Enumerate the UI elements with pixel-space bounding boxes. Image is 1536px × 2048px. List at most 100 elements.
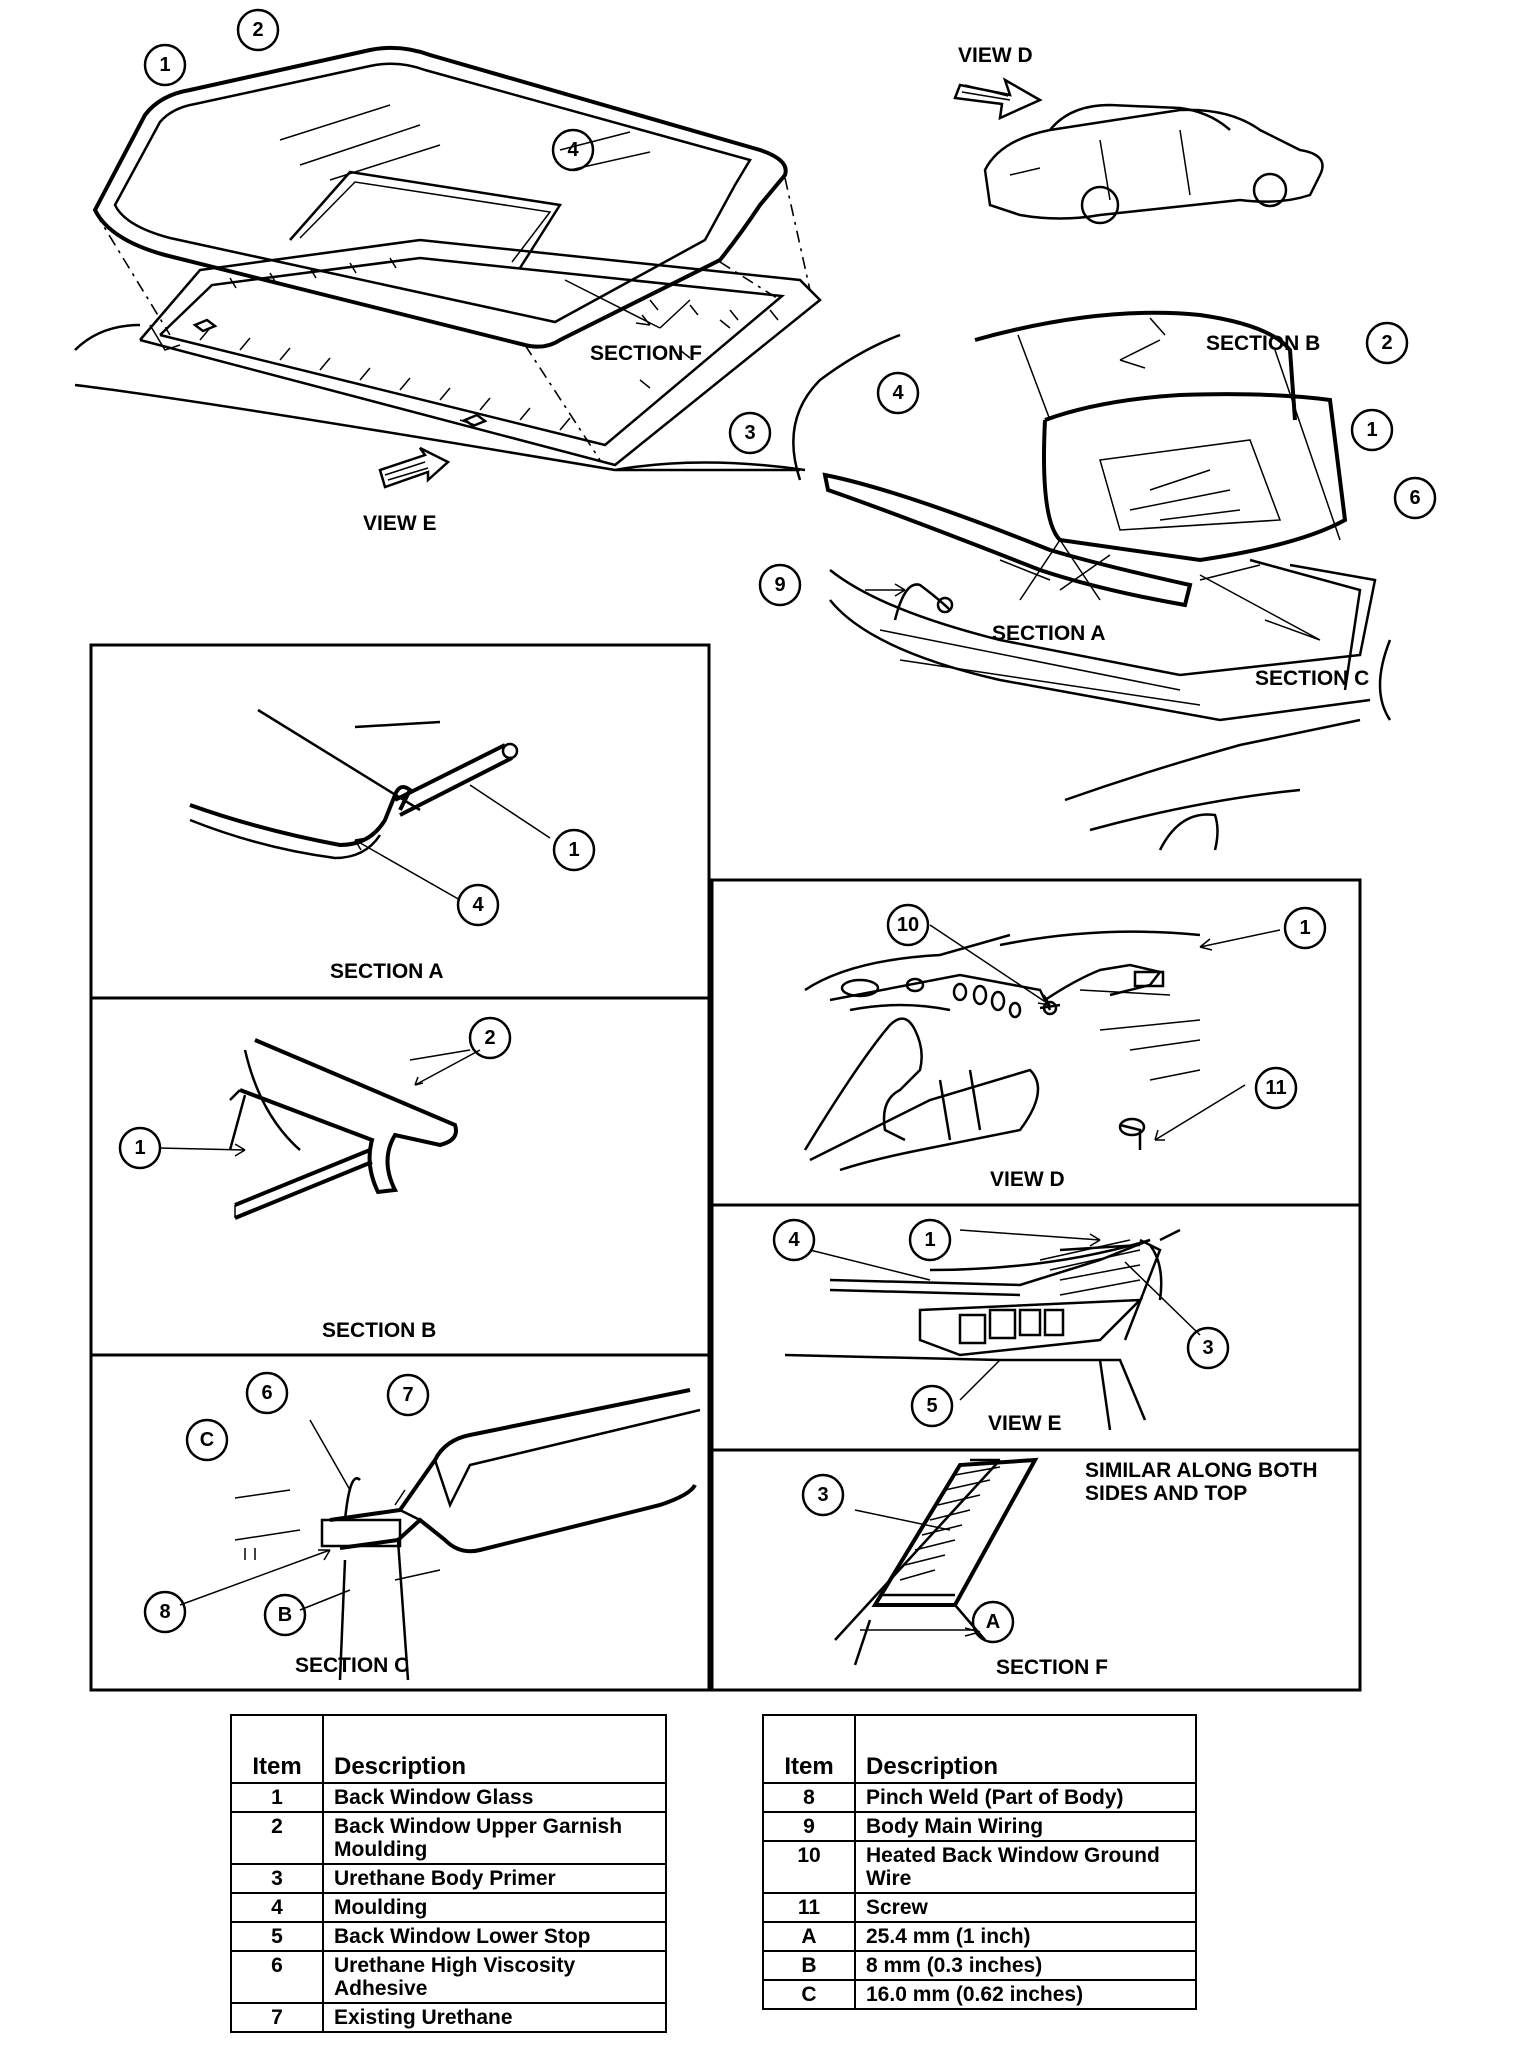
svg-text:1: 1 <box>568 839 579 861</box>
callout-c: C <box>185 1418 229 1462</box>
legend-item: 2 <box>230 1811 324 1865</box>
callout-3: 3 <box>1186 1326 1230 1370</box>
legend-header-row: Item Description <box>230 1714 667 1784</box>
svg-text:2: 2 <box>252 19 263 41</box>
legend-item: 8 <box>762 1782 856 1813</box>
car-silhouette-view-d <box>953 77 1324 225</box>
svg-text:10: 10 <box>897 914 919 936</box>
legend-description: 25.4 mm (1 inch) <box>854 1921 1197 1952</box>
legend-item: 7 <box>230 2002 324 2033</box>
section-c-panel <box>89 1353 711 1692</box>
callout-11: 11 <box>1254 1066 1298 1110</box>
svg-text:3: 3 <box>817 1484 828 1506</box>
exploded-view-right <box>792 310 1392 851</box>
callout-6: 6 <box>1393 476 1437 520</box>
callout-1: 1 <box>143 43 187 87</box>
view-d-label: VIEW D <box>958 44 1033 67</box>
section-a-label-top: SECTION A <box>992 622 1106 645</box>
svg-text:6: 6 <box>1409 487 1420 509</box>
legend-header-row: Item Description <box>762 1714 1197 1784</box>
section-a-title: SECTION A <box>330 960 444 983</box>
view-e-panel <box>710 1203 1362 1452</box>
callout-4: 4 <box>551 128 595 172</box>
callout-1: 1 <box>118 1126 162 1170</box>
svg-text:1: 1 <box>1366 419 1377 441</box>
svg-text:9: 9 <box>774 574 785 596</box>
callout-2: 2 <box>236 8 280 52</box>
callout-1: 1 <box>908 1218 952 1262</box>
svg-text:1: 1 <box>924 1229 935 1251</box>
exploded-view-top-left <box>74 45 822 489</box>
legend-description: Moulding <box>322 1892 667 1923</box>
callout-4: 4 <box>456 883 500 927</box>
svg-text:3: 3 <box>1202 1337 1213 1359</box>
legend-header-description: Description <box>322 1714 667 1784</box>
legend-description: Back Window Glass <box>322 1782 667 1813</box>
section-f-panel <box>710 1448 1362 1692</box>
legend-description: Back Window Upper Garnish Moulding <box>322 1811 667 1865</box>
svg-text:4: 4 <box>472 894 484 916</box>
callout-1: 1 <box>1350 408 1394 452</box>
legend-description: Heated Back Window Ground Wire <box>854 1840 1197 1894</box>
legend-item: 3 <box>230 1863 324 1894</box>
svg-text:C: C <box>200 1429 214 1451</box>
callout-5: 5 <box>910 1384 954 1428</box>
legend-item: C <box>762 1979 856 2010</box>
legend-description: Screw <box>854 1892 1197 1923</box>
callout-2: 2 <box>468 1016 512 1060</box>
legend-item: 10 <box>762 1840 856 1894</box>
callout-b: B <box>263 1593 307 1637</box>
callouts: 1 2 4 3 2 1 6 4 9 1 4 2 1 6 7 C 8 B 10 1… <box>118 8 1437 1644</box>
view-e-title: VIEW E <box>988 1412 1062 1435</box>
legend-description: Body Main Wiring <box>854 1811 1197 1842</box>
view-d-title: VIEW D <box>990 1168 1065 1191</box>
legend-header-item: Item <box>230 1714 324 1784</box>
legend-item: 6 <box>230 1950 324 2004</box>
svg-text:4: 4 <box>788 1229 800 1251</box>
callout-9: 9 <box>758 563 802 607</box>
section-b-label-top: SECTION B <box>1206 332 1320 355</box>
section-c-title: SECTION C <box>295 1654 409 1677</box>
svg-text:4: 4 <box>567 139 579 161</box>
svg-text:B: B <box>278 1604 292 1626</box>
callout-2: 2 <box>1365 321 1409 365</box>
legend-item: B <box>762 1950 856 1981</box>
svg-text:1: 1 <box>159 54 170 76</box>
section-f-title: SECTION F <box>996 1656 1108 1679</box>
svg-text:1: 1 <box>1299 917 1310 939</box>
callout-3: 3 <box>801 1473 845 1517</box>
section-f-label-top: SECTION F <box>590 342 702 365</box>
svg-text:2: 2 <box>1381 332 1392 354</box>
legend-header-description: Description <box>854 1714 1197 1784</box>
legend-item: 1 <box>230 1782 324 1813</box>
svg-text:11: 11 <box>1265 1077 1286 1099</box>
svg-text:3: 3 <box>744 422 755 444</box>
svg-text:4: 4 <box>892 382 904 404</box>
callout-4: 4 <box>772 1218 816 1262</box>
legend-description: Urethane Body Primer <box>322 1863 667 1894</box>
section-a-panel <box>89 643 711 1000</box>
legend-item: 4 <box>230 1892 324 1923</box>
legend-item: A <box>762 1921 856 1952</box>
callout-6: 6 <box>245 1371 289 1415</box>
section-c-label-top: SECTION C <box>1255 667 1369 690</box>
callout-10: 10 <box>886 903 930 947</box>
callout-1: 1 <box>552 828 596 872</box>
svg-text:6: 6 <box>261 1382 272 1404</box>
legend-header-item: Item <box>762 1714 856 1784</box>
callout-4: 4 <box>876 371 920 415</box>
svg-text:5: 5 <box>926 1395 937 1417</box>
similar-note-line1: SIMILAR ALONG BOTH <box>1085 1459 1318 1482</box>
similar-note-line2: SIDES AND TOP <box>1085 1482 1247 1505</box>
legend-description: 8 mm (0.3 inches) <box>854 1950 1197 1981</box>
section-b-title: SECTION B <box>322 1319 436 1342</box>
